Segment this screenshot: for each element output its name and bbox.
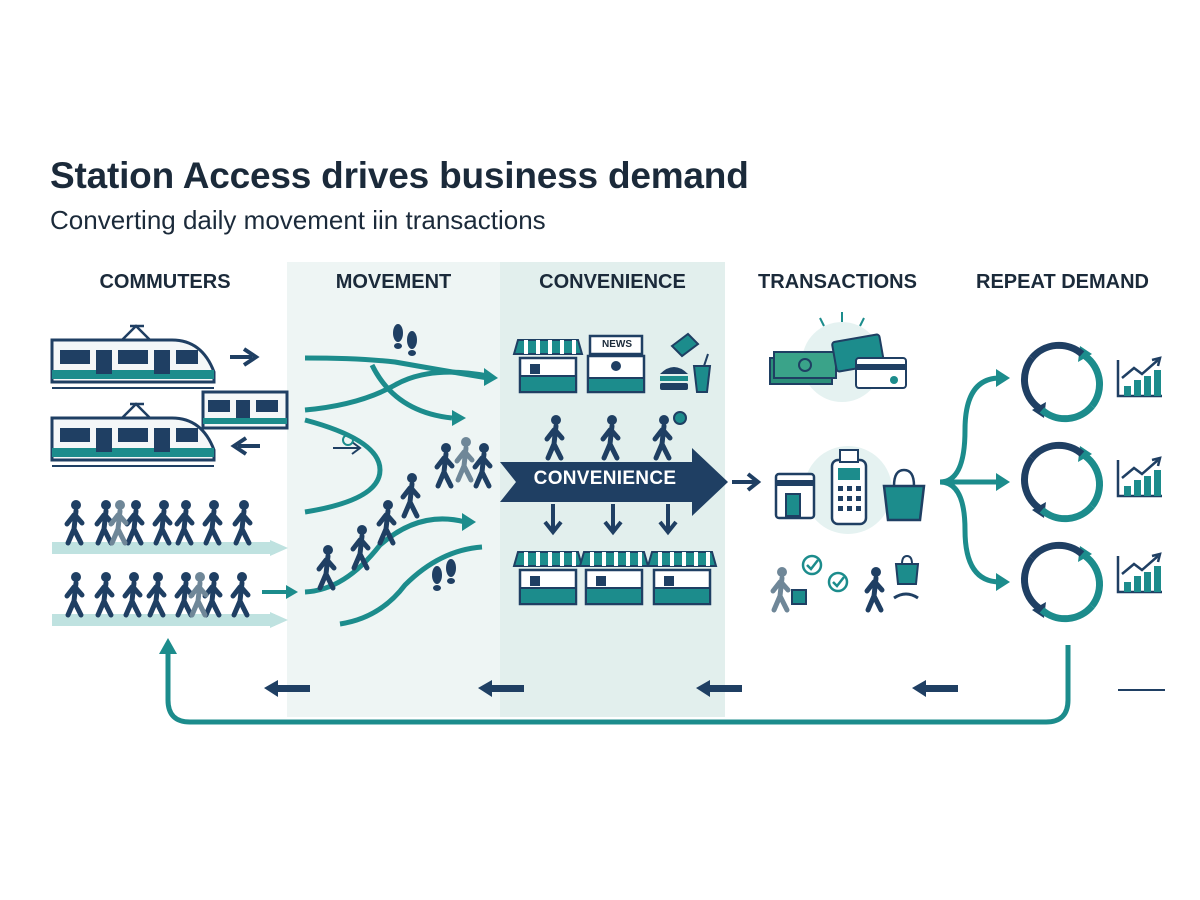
shop-icon	[512, 550, 584, 606]
alarm-icon	[333, 434, 362, 455]
column-label-transactions: TRANSACTIONS	[758, 271, 917, 293]
column-label-convenience: CONVENIENCE	[539, 271, 686, 293]
cycle-arrows-icon	[1024, 545, 1099, 618]
arrow-right-icon	[286, 585, 298, 599]
card-reader-icon	[774, 472, 816, 520]
growth-chart-icon	[1116, 552, 1164, 594]
arrow-head-icon	[462, 513, 476, 531]
column-label-commuters: COMMUTERS	[99, 271, 231, 293]
arrow-left-icon	[230, 436, 260, 456]
newsstand-sign: NEWS	[602, 339, 632, 350]
drink-icon	[692, 353, 712, 393]
payment-terminal-icon	[830, 449, 868, 526]
arrow-down-icon	[543, 504, 678, 536]
train-icon	[50, 402, 216, 468]
shop-icon	[646, 550, 718, 606]
cash-icon	[769, 351, 837, 385]
movement-band	[287, 262, 500, 717]
arrow-right-icon	[230, 347, 260, 367]
growth-chart-icon	[1116, 356, 1164, 398]
customer-icon	[867, 567, 882, 610]
arrow-head-icon	[452, 410, 466, 426]
pedestrian-icon	[457, 437, 472, 480]
cycle-arrows-icon	[1024, 445, 1099, 518]
branch-arrows	[165, 375, 1071, 725]
newsstand-icon	[586, 334, 646, 394]
arrow-head-icon	[159, 638, 177, 654]
glow-lines	[819, 312, 865, 327]
arrow-head-icon	[484, 368, 498, 386]
footprints-icon	[393, 324, 456, 591]
convenience-banner-label: CONVENIENCE	[533, 468, 677, 489]
shopping-bag-icon	[882, 468, 926, 522]
checkmark-icon	[801, 554, 849, 593]
shopping-bag-icon	[894, 554, 920, 585]
arrow-head-icon	[996, 573, 1010, 591]
column-label-repeat-demand: REPEAT DEMAND	[976, 271, 1149, 293]
return-arrow-icon	[264, 680, 958, 697]
arrow-head-icon	[996, 473, 1010, 491]
burger-icon	[660, 367, 688, 390]
market-stall-icon	[512, 338, 584, 394]
page-title: Station Access drives business demand	[50, 155, 749, 196]
coin-icon	[673, 411, 687, 425]
train-icon	[201, 390, 289, 430]
shop-icon	[578, 550, 650, 606]
arrow-head-icon	[996, 369, 1010, 387]
arrow-right-icon	[732, 472, 762, 492]
walking-crowd-icon	[52, 500, 288, 628]
credit-card-icon	[831, 333, 907, 389]
page-subtitle: Converting daily movement iin transactio…	[50, 205, 546, 235]
column-label-movement: MOVEMENT	[335, 271, 452, 293]
coffee-icon	[670, 332, 700, 358]
convenience-banner	[500, 448, 728, 516]
growth-chart-icon	[1116, 456, 1164, 498]
train-icon	[50, 324, 216, 390]
cycle-arrows-icon	[1024, 345, 1099, 418]
pedestrian-icon	[547, 415, 670, 458]
customer-icon	[773, 567, 788, 610]
